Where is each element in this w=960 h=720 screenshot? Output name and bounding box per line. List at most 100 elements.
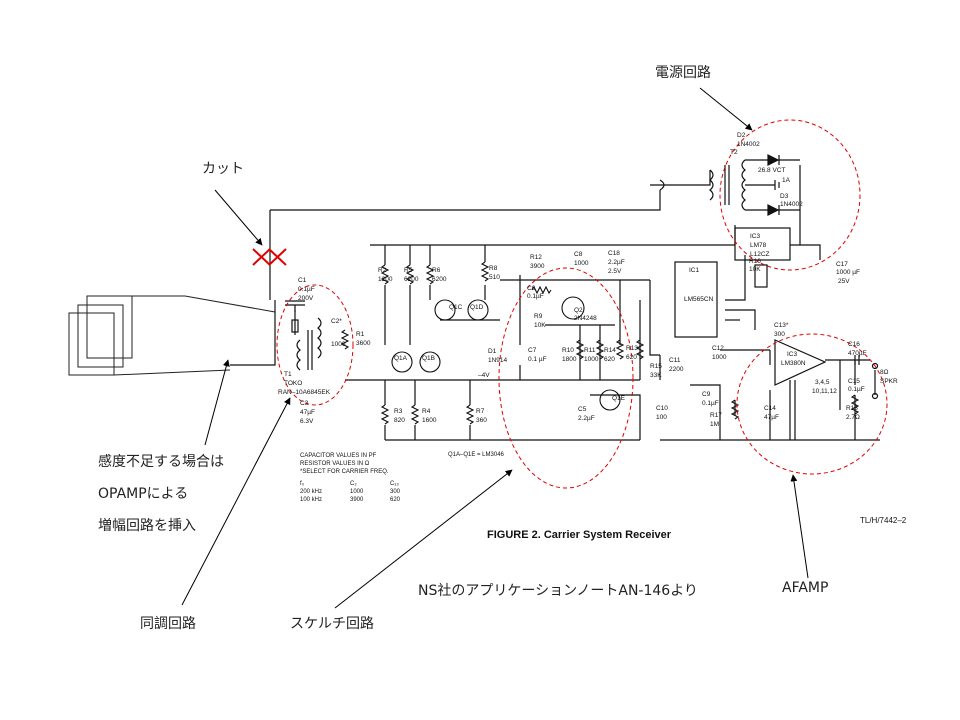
label-ic3regv1: LM78 [750,242,767,249]
label-c16: C16 [848,341,860,348]
label-q1e: Q1E [612,395,626,402]
arrow-power [699,87,753,131]
label-spkr1: 8Ω [880,369,889,376]
label-r14: R14 [604,347,616,354]
annotation-line: 増幅回路を挿入 [98,518,196,534]
label-c5: C5 [578,406,587,413]
label-r3v: 820 [394,417,405,424]
arrow-squelch [334,469,513,609]
label-pins1012: 10,11,12 [812,388,837,395]
label-r15: R15 [650,363,662,370]
label-r7v: 360 [476,417,487,424]
label-q2v: 2N4248 [574,315,597,322]
label-c10v: 100 [656,414,667,421]
label-c2v: 1000 [331,341,346,348]
annotation-cut: カット [202,161,244,177]
label-c5v: 2.2µF [578,415,595,422]
arrow-cut [214,189,263,246]
label-ic3reg: IC3 [750,233,761,240]
annotation-low-sensitivity: 感度不足する場合は OPAMPによる 増幅回路を挿入 [98,446,224,542]
label-r14v: 620 [604,356,615,363]
label-t2a: 1A [782,177,791,184]
label-d2v: 1N4002 [737,141,760,148]
label-r3: R3 [394,408,403,415]
annotation-squelch-circuit: スケルチ回路 [290,616,374,632]
label-c2: C2* [331,318,342,325]
cap-table-note: RESISTOR VALUES IN Ω [300,461,370,467]
label-r13: R13 [626,345,638,352]
label-r18v: 2.7Ω [846,414,860,421]
label-r4v: 1600 [422,417,437,424]
annotation-af-amp: AFAMP [782,580,829,596]
cap-table-header-cell: C₁₃ [390,481,399,487]
arrow-afamp [790,474,809,579]
cap-table-note: *SELECT FOR CARRIER FREQ. [300,469,389,475]
label-q1c: Q1C [449,304,463,311]
doc-id: TL/H/7442–2 [860,516,907,525]
cap-table-cell: 100 kHz [300,497,323,503]
cap-table-cell: 620 [390,497,401,503]
label-c3: C3 [300,400,309,407]
label-r15v: 33K [650,372,662,379]
label-c14: C14 [764,405,776,412]
label-r1: R1 [356,331,365,338]
cap-table-row: 100 kHz 3900 620 [300,496,410,504]
label-q1d: Q1D [470,304,484,311]
wiring [230,165,880,441]
label-c6: C6 [527,285,536,292]
label-c8v: 1000 [574,260,589,267]
cap-table: CAPACITOR VALUES IN PF RESISTOR VALUES I… [300,452,410,504]
annotation-line: 感度不足する場合は [98,454,224,470]
label-r8: R8 [489,265,498,272]
label-ic1v: LM565CN [684,296,714,303]
label-r9: R9 [534,313,543,320]
label-c3v1: 47µF [300,409,315,416]
figure-caption: FIGURE 2. Carrier System Receiver [487,529,672,541]
label-d1v: 1N914 [488,357,508,364]
label-d1: D1 [488,348,497,355]
tuning-circuit-circle [276,284,354,406]
cap-table-note: CAPACITOR VALUES IN PF [300,453,377,459]
af-amp-circle [736,333,888,475]
label-c1v1: 0.1µF [298,286,315,293]
squelch-circuit-circle [498,267,634,489]
power-circuit-circle [719,119,861,271]
label-q1b: Q1B [422,355,435,362]
label-c8: C8 [574,251,583,258]
ic1-box [674,261,768,338]
cut-marks [252,248,287,266]
label-r12: R12 [530,254,542,261]
label-q2: Q2 [574,307,583,314]
cap-table-cell: 3900 [350,497,364,503]
cap-table-cell: 300 [390,489,401,495]
label-r4: R4 [422,408,431,415]
label-m4v: –4V [478,372,490,379]
label-r18: R18 [846,405,858,412]
label-c12v: 1000 [712,354,727,361]
label-c17: C17 [836,261,848,268]
label-c6v: 0.1µF [527,293,544,300]
label-r17v: 1M [710,421,719,428]
label-q1a: Q1A [394,355,408,362]
label-ic1: IC1 [689,267,700,274]
label-r12v: 3900 [530,263,545,270]
arrow-tuning [181,397,291,606]
label-ic3ampv: LM380N [781,360,806,367]
af-amp-symbol [774,339,879,400]
label-t2: T2 [730,149,738,156]
label-r11: R11 [584,347,596,354]
arrow-sensitivity [204,359,230,446]
power-supply [650,154,800,261]
label-r7: R7 [476,408,485,415]
label-ic3amp: IC3 [787,351,798,358]
label-c9: C9 [702,391,711,398]
label-spkr2: SPKR [880,378,898,385]
tuning-transformer [285,300,322,371]
cap-table-cell: 1000 [350,489,364,495]
cap-table-header: f₀ C₂ C₁₃ [300,480,410,488]
label-c18: C18 [608,250,620,257]
label-c7v: 0.1 µF [528,356,547,363]
label-r2v: 1200 [378,276,393,283]
label-c17v1: 1000 µF [836,269,860,276]
